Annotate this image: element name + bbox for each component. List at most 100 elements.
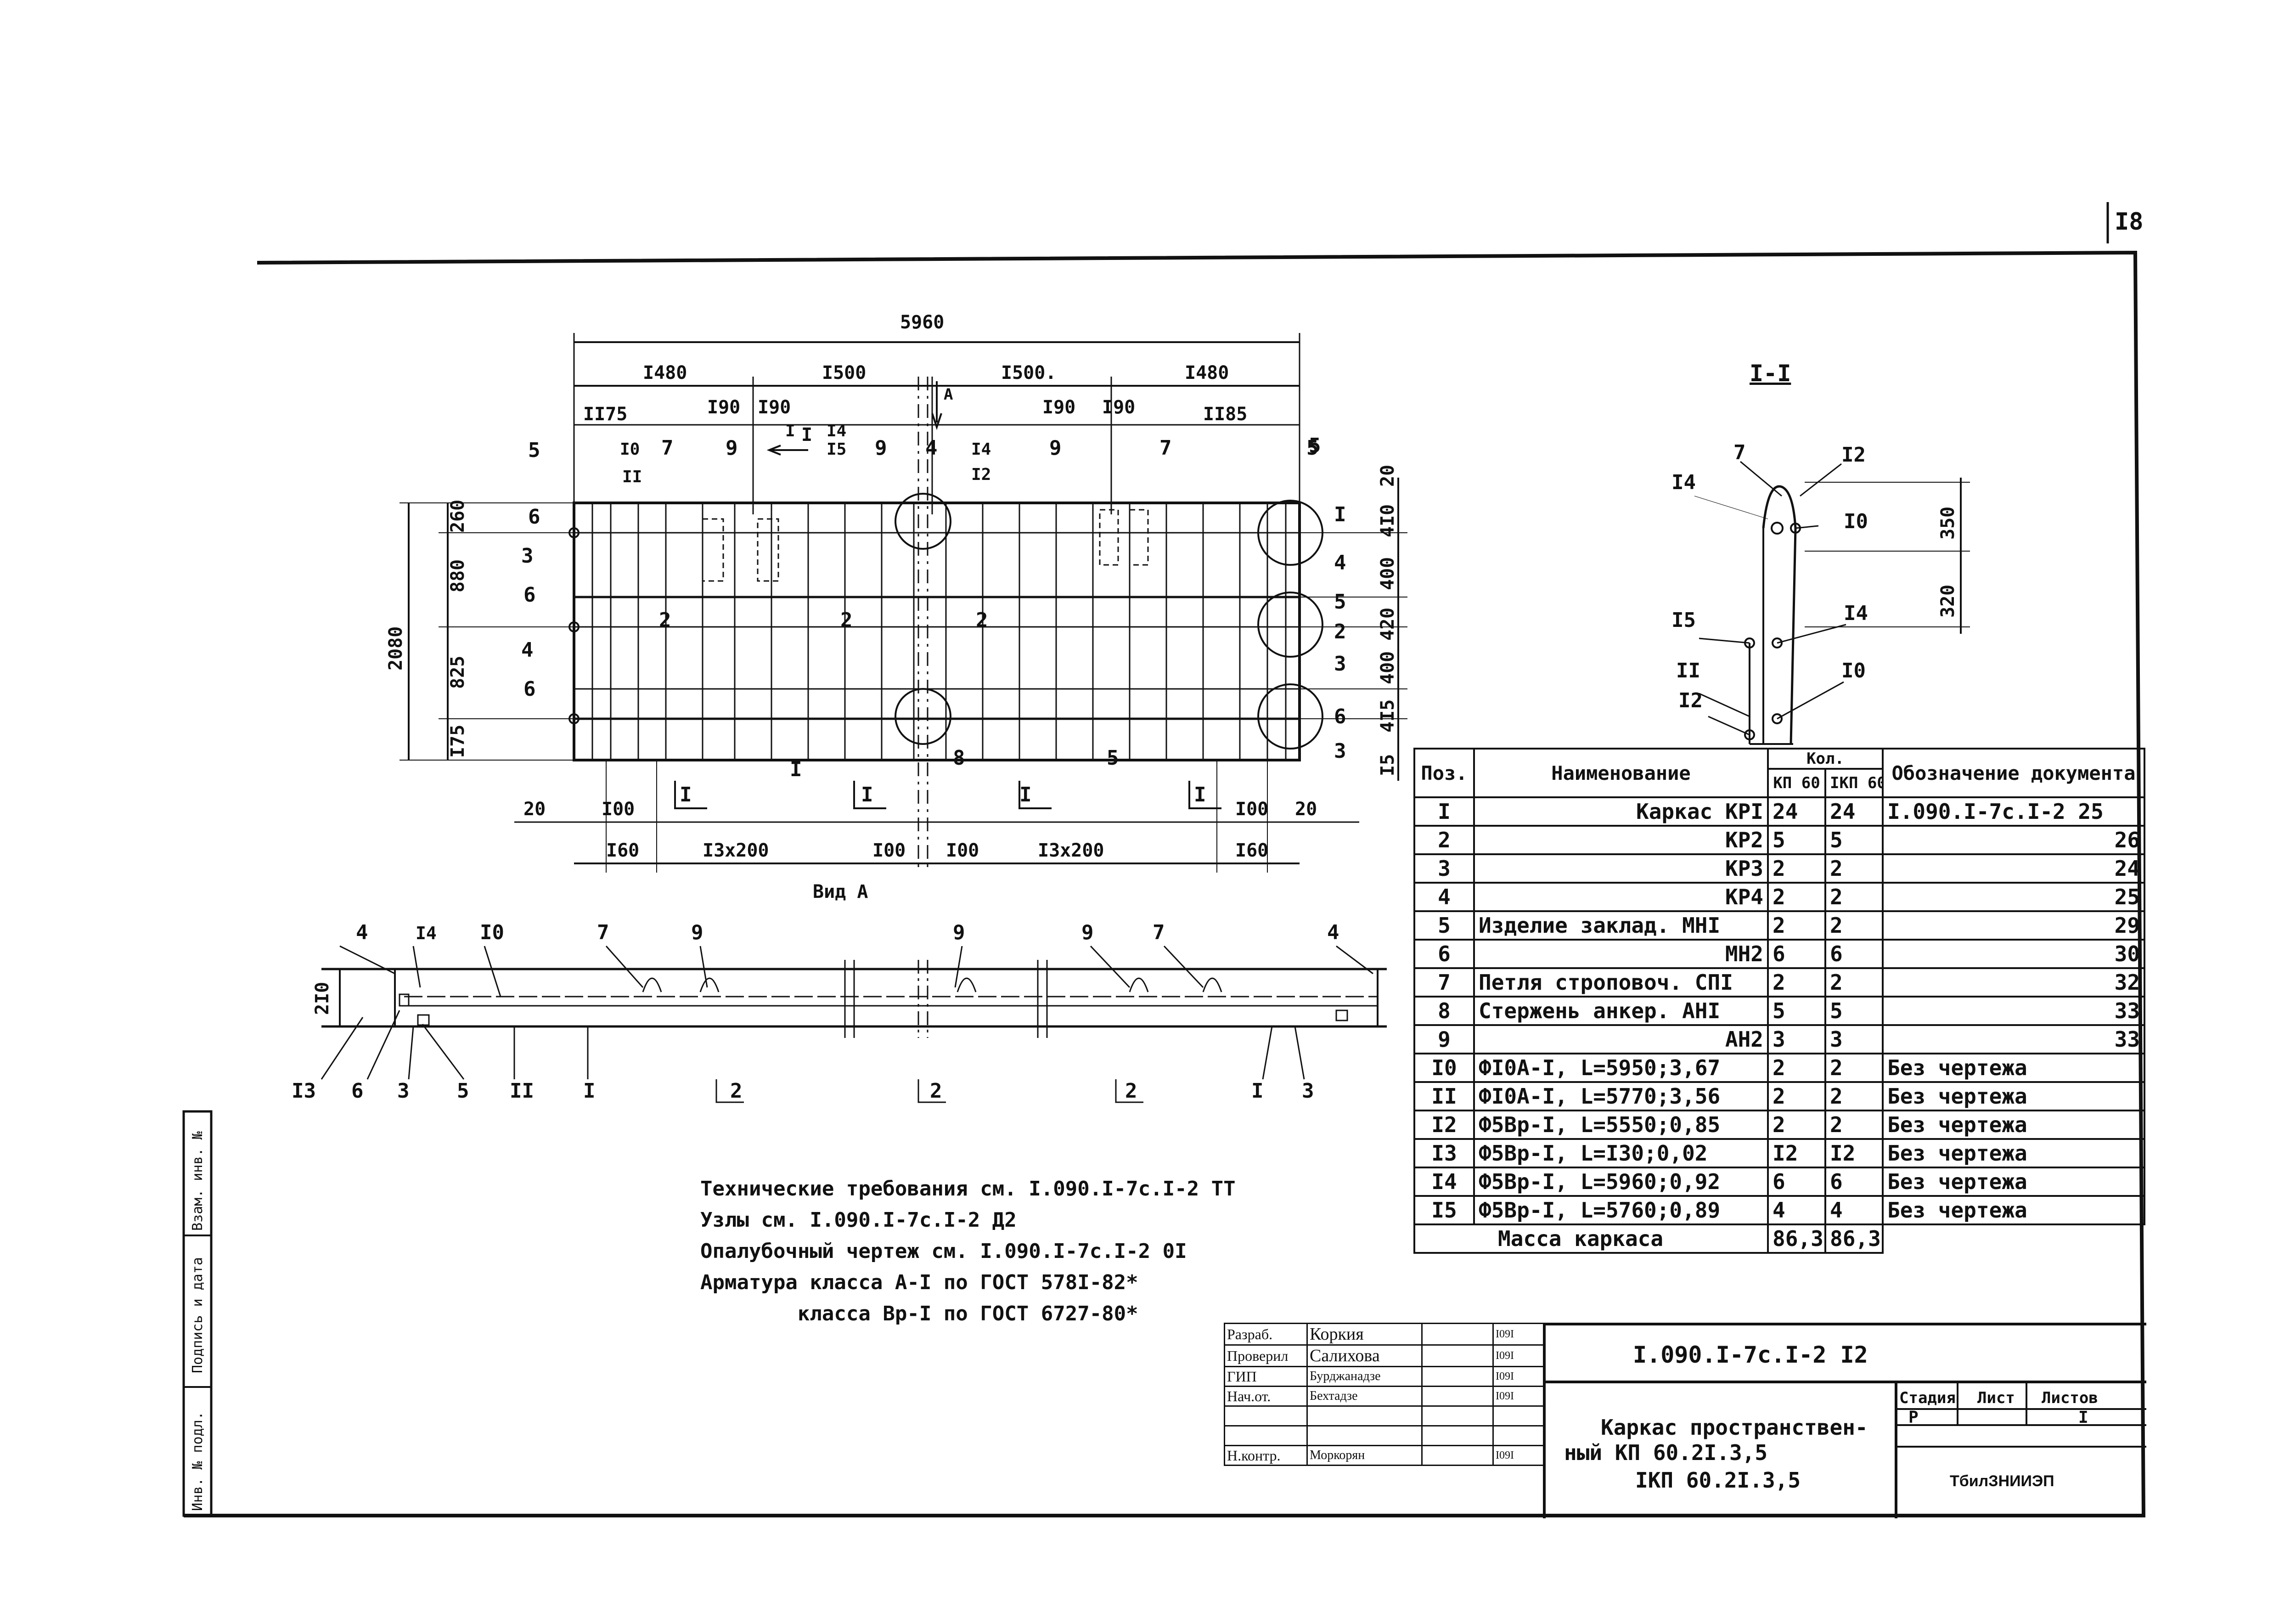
- stamp-signature: [1421, 1445, 1494, 1466]
- spec-cell-pos: 6: [1413, 939, 1475, 969]
- svg-text:4: 4: [356, 921, 368, 944]
- spec-cell-qty-b: 6: [1824, 939, 1884, 969]
- spec-cell-qty-a: 6: [1767, 939, 1826, 969]
- svg-text:4: 4: [521, 638, 534, 662]
- dim-span-2: I500: [822, 362, 866, 383]
- spec-cell-name: Ф5Вр-I, L=5760;0,89: [1473, 1195, 1769, 1225]
- spec-cell-doc: 32: [1882, 967, 2146, 998]
- stamp-name: Коркия: [1306, 1323, 1423, 1346]
- stamp-date: I09I: [1492, 1386, 1544, 1407]
- svg-text:7: 7: [661, 436, 674, 460]
- spec-cell-name: ФI0А-I, L=5950;3,67: [1473, 1053, 1769, 1083]
- spec-cell-doc: I.090.I-7с.I-2 25: [1882, 796, 2146, 827]
- spec-cell-qty-b: 2: [1824, 882, 1884, 912]
- dim-right-5: 400: [1377, 651, 1398, 684]
- spec-cell-pos: I2: [1413, 1110, 1475, 1140]
- stamp-signature: [1421, 1405, 1494, 1426]
- spec-cell-name: КР3: [1473, 853, 1769, 884]
- stamp-signature: [1421, 1386, 1494, 1407]
- spec-cell-qty-a: 2: [1767, 1110, 1826, 1140]
- spec-cell-name: Ф5Вр-I, L=5550;0,85: [1473, 1110, 1769, 1140]
- dim-span-3: I500.: [1001, 362, 1056, 383]
- spec-cell-doc: Без чертежа: [1882, 1110, 2146, 1140]
- stamp-name: Моркорян: [1306, 1445, 1423, 1466]
- spec-cell-doc: Без чертежа: [1882, 1195, 2146, 1225]
- spec-cell-pos: II: [1413, 1081, 1475, 1111]
- svg-text:I2: I2: [971, 465, 991, 484]
- svg-text:I4: I4: [1671, 471, 1696, 494]
- spec-cell-qty-a: 2: [1767, 882, 1826, 912]
- spec-cell-doc: 33: [1882, 1024, 2146, 1054]
- spec-cell-qty-b: I2: [1824, 1138, 1884, 1168]
- stamp-signature: [1421, 1344, 1494, 1367]
- svg-text:7: 7: [597, 921, 609, 944]
- spec-cell-qty-a: 6: [1767, 1167, 1826, 1197]
- stage-value: Р: [1908, 1408, 1919, 1427]
- spec-cell-doc: 30: [1882, 939, 2146, 969]
- spec-cell-qty-a: 5: [1767, 825, 1826, 855]
- spec-mass-b: 86,36: [1824, 1223, 1884, 1254]
- svg-text:I: I: [1019, 783, 1032, 806]
- svg-text:2: 2: [1334, 620, 1346, 643]
- plan-tags: 5 5 6 3 6 4 6 I0 II 7 9 I I4 I5 9 4 I4 I…: [521, 422, 1346, 806]
- spec-cell-qty-b: 6: [1824, 1167, 1884, 1197]
- svg-text:7: 7: [1733, 441, 1746, 464]
- svg-text:2: 2: [659, 609, 671, 632]
- spec-cell-pos: 2: [1413, 825, 1475, 855]
- spec-cell-qty-a: 4: [1767, 1195, 1826, 1225]
- svg-text:2: 2: [1125, 1079, 1137, 1103]
- stamp-role: Нач.от.: [1224, 1386, 1308, 1407]
- svg-text:I: I: [785, 422, 795, 440]
- spec-cell-pos: 3: [1413, 853, 1475, 884]
- svg-text:6: 6: [1334, 705, 1346, 728]
- svg-text:I2: I2: [1678, 689, 1703, 712]
- dim-bottom-10: I60: [1235, 840, 1268, 861]
- stamp-date: [1492, 1425, 1544, 1446]
- svg-text:5: 5: [1334, 590, 1346, 614]
- spec-cell-pos: 5: [1413, 910, 1475, 941]
- spec-cell-qty-a: 2: [1767, 910, 1826, 941]
- view-title: Вид А: [813, 881, 868, 902]
- stamp-role: [1224, 1425, 1308, 1446]
- spec-cell-doc: 24: [1882, 853, 2146, 884]
- section-tags: 7 I2 I4 I0 I5 I4 II I2 I0 350 320: [1671, 441, 1958, 712]
- stamp-signature: [1421, 1323, 1494, 1346]
- spec-cell-qty-b: 2: [1824, 967, 1884, 998]
- note-3: Опалубочный чертеж см. I.090.I-7с.I-2 0I: [700, 1240, 1187, 1263]
- svg-text:I4: I4: [1844, 602, 1868, 625]
- svg-text:5: 5: [457, 1079, 469, 1103]
- spec-cell-qty-b: 4: [1824, 1195, 1884, 1225]
- stamp-date: I09I: [1492, 1366, 1544, 1387]
- elevation-drawing: [321, 960, 1387, 1038]
- stamp-date: I09I: [1492, 1323, 1544, 1346]
- spec-cell-pos: 7: [1413, 967, 1475, 998]
- sheet-number: I8: [2115, 208, 2144, 236]
- dim-left-4: I75: [447, 725, 468, 758]
- dim-second-1: II75: [583, 404, 627, 425]
- spec-cell-qty-a: 2: [1767, 853, 1826, 884]
- svg-text:3: 3: [521, 544, 534, 568]
- spec-header-qty: Кол.: [1767, 748, 1884, 770]
- spec-cell-doc: Без чертежа: [1882, 1081, 2146, 1111]
- dim-bottom-4: 20: [1295, 799, 1317, 820]
- technical-notes: Технические требования см. I.090.I-7с.I-…: [700, 1173, 1236, 1330]
- stamp-date: [1492, 1405, 1544, 1426]
- spec-cell-qty-b: 5: [1824, 825, 1884, 855]
- svg-text:I4: I4: [416, 923, 437, 943]
- note-2: Узлы см. I.090.I-7с.I-2 Д2: [700, 1208, 1017, 1232]
- stamp-row: [1224, 1405, 1544, 1426]
- svg-text:7: 7: [1159, 436, 1172, 460]
- spec-cell-qty-a: 5: [1767, 996, 1826, 1026]
- dim-right-7: I5: [1377, 754, 1398, 776]
- specification-table: Поз. Наименование Кол. Обозначение докум…: [1413, 748, 2146, 1254]
- spec-cell-name: Петля строповоч. СПI: [1473, 967, 1769, 998]
- document-name-line2: ный КП 60.2I.3,5: [1564, 1440, 1768, 1465]
- svg-text:I2: I2: [1841, 443, 1866, 467]
